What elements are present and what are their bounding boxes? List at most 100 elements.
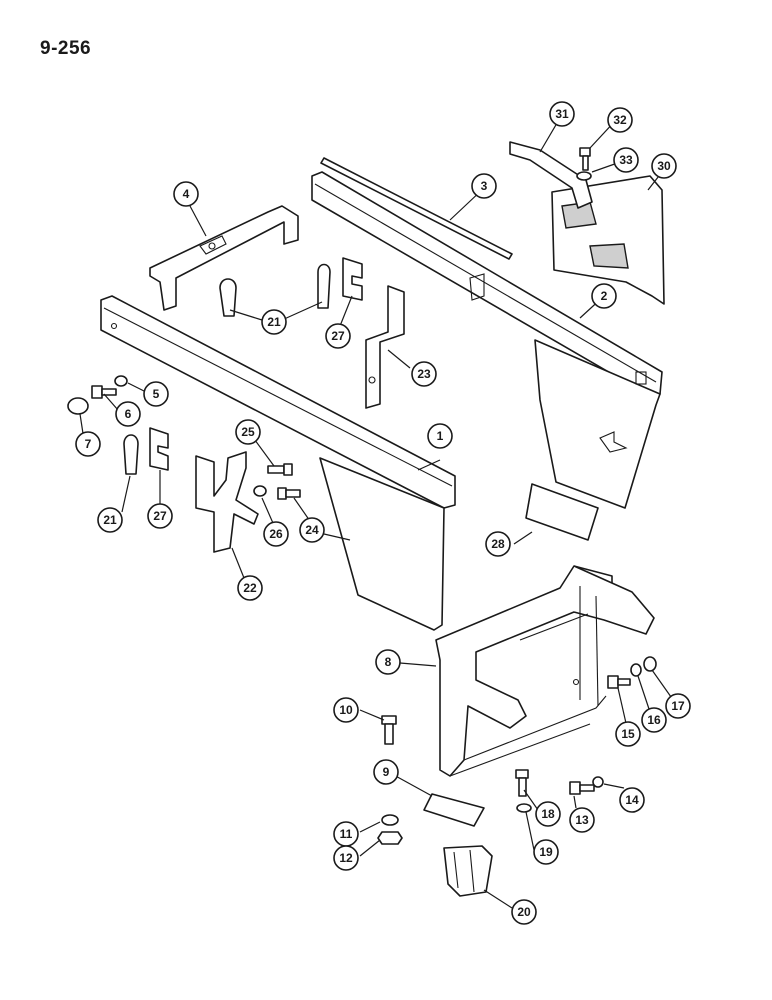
callout-14: 14: [619, 787, 645, 813]
callout-7: 7: [75, 431, 101, 457]
callout-3: 3: [471, 173, 497, 199]
plate-part-9: [423, 793, 485, 827]
callout-26: 26: [263, 521, 289, 547]
washer-part-33: [576, 171, 592, 181]
svg-text:18: 18: [541, 807, 555, 821]
svg-text:3: 3: [481, 179, 488, 193]
clip-part-21-upper-b: [317, 263, 331, 309]
callout-12: 12: [333, 845, 359, 871]
cap-part-7: [67, 397, 89, 415]
callout-9: 9: [373, 759, 399, 785]
washer-part-16: [630, 663, 642, 677]
callout-27-upper: 27: [325, 323, 351, 349]
fender-panel-part-1: [100, 295, 456, 631]
callout-28: 28: [485, 531, 511, 557]
bolt-part-13: [569, 781, 595, 795]
callout-15: 15: [615, 721, 641, 747]
callout-32: 32: [607, 107, 633, 133]
svg-text:30: 30: [657, 159, 671, 173]
callout-10: 10: [333, 697, 359, 723]
svg-text:22: 22: [243, 581, 257, 595]
svg-text:20: 20: [517, 905, 531, 919]
leader-lines: [79, 117, 677, 909]
callout-23: 23: [411, 361, 437, 387]
svg-text:16: 16: [647, 713, 661, 727]
bracket-part-23: [365, 285, 405, 409]
svg-text:24: 24: [305, 523, 319, 537]
callout-25: 25: [235, 419, 261, 445]
svg-text:33: 33: [619, 153, 633, 167]
bolt-part-25: [267, 463, 293, 476]
svg-text:7: 7: [85, 437, 92, 451]
callout-13: 13: [569, 807, 595, 833]
callout-6: 6: [115, 401, 141, 427]
svg-text:31: 31: [555, 107, 569, 121]
svg-text:10: 10: [339, 703, 353, 717]
bolt-part-15: [607, 675, 631, 689]
nut-part-12: [377, 831, 403, 845]
svg-text:17: 17: [671, 699, 685, 713]
wedge-part-28: [525, 483, 599, 541]
callout-21-lower: 21: [97, 507, 123, 533]
callout-16: 16: [641, 707, 667, 733]
svg-text:5: 5: [153, 387, 160, 401]
callout-11: 11: [333, 821, 359, 847]
fender-panel-part-2: [311, 171, 663, 509]
washer-part-19: [516, 803, 532, 813]
callout-18: 18: [535, 801, 561, 827]
plate-part-27-upper: [342, 257, 363, 301]
page-number: 9-256: [40, 38, 92, 59]
washer-part-5: [114, 375, 128, 387]
clip-part-21-upper: [219, 278, 237, 317]
callout-22: 22: [237, 575, 263, 601]
bracket-part-31: [509, 141, 593, 209]
bolt-part-10: [381, 715, 397, 745]
svg-text:14: 14: [625, 793, 639, 807]
callout-21-upper: 21: [261, 309, 287, 335]
plate-part-27-lower: [149, 427, 169, 471]
callout-4: 4: [173, 181, 199, 207]
callout-27-lower: 27: [147, 503, 173, 529]
svg-text:27: 27: [153, 509, 167, 523]
svg-text:21: 21: [267, 315, 281, 329]
callout-1: 1: [427, 423, 453, 449]
callout-24: 24: [299, 517, 325, 543]
callout-33: 33: [613, 147, 639, 173]
svg-text:19: 19: [539, 845, 553, 859]
svg-text:2: 2: [601, 289, 608, 303]
bolt-part-6: [91, 385, 117, 399]
svg-text:8: 8: [385, 655, 392, 669]
svg-text:1: 1: [437, 429, 444, 443]
bolt-part-32: [579, 147, 591, 171]
callout-5: 5: [143, 381, 169, 407]
svg-text:25: 25: [241, 425, 255, 439]
svg-text:6: 6: [125, 407, 132, 421]
svg-text:12: 12: [339, 851, 353, 865]
svg-text:23: 23: [417, 367, 431, 381]
callout-8: 8: [375, 649, 401, 675]
washer-part-14: [592, 776, 604, 788]
washer-part-17: [643, 656, 657, 672]
svg-text:11: 11: [340, 827, 353, 841]
callout-19: 19: [533, 839, 559, 865]
svg-text:26: 26: [269, 527, 283, 541]
washer-part-26: [253, 485, 267, 497]
block-part-20: [443, 845, 493, 897]
svg-text:13: 13: [575, 813, 589, 827]
svg-text:15: 15: [621, 727, 635, 741]
svg-text:4: 4: [183, 187, 190, 201]
rod-part-3: [320, 157, 513, 260]
clip-part-21-lower: [123, 434, 139, 475]
washer-part-11: [381, 814, 399, 826]
bolt-part-24: [277, 487, 301, 500]
svg-text:21: 21: [103, 513, 117, 527]
callout-2: 2: [591, 283, 617, 309]
svg-text:32: 32: [613, 113, 627, 127]
callout-31: 31: [549, 101, 575, 127]
callout-20: 20: [511, 899, 537, 925]
svg-text:9: 9: [383, 765, 390, 779]
bracket-part-22: [195, 451, 259, 553]
callout-17: 17: [665, 693, 691, 719]
frame-part-8: [435, 565, 655, 777]
